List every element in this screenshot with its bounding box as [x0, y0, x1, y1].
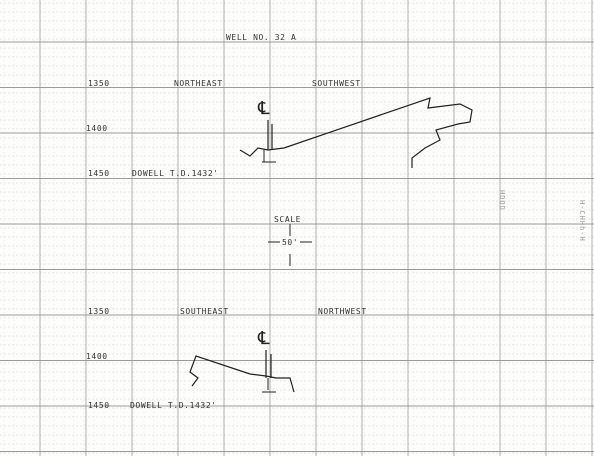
centerline-symbol-a: ℄ [258, 98, 270, 119]
scale-label: SCALE [274, 215, 302, 224]
direction-southeast: SOUTHEAST [180, 307, 229, 316]
depth-1350-a: 1350 [88, 79, 110, 88]
direction-northeast: NORTHEAST [174, 79, 223, 88]
depth-1450-a: 1450 [88, 169, 110, 178]
side-mark-1: HDOD [498, 190, 506, 211]
side-mark-2: H-CHHh-H [578, 200, 586, 242]
well-path-section-a [239, 97, 473, 168]
depth-1400-a: 1400 [86, 124, 108, 133]
scale-value: 50' [282, 238, 299, 247]
centerline-symbol-b: ℄ [258, 328, 270, 349]
well-number-label: WELL NO. 32 A [226, 33, 297, 42]
depth-1450-b: 1450 [88, 401, 110, 410]
total-depth-label-b: DOWELL T.D.1432' [130, 401, 217, 410]
well-path-section-b [189, 355, 295, 393]
total-depth-label-a: DOWELL T.D.1432' [132, 169, 219, 178]
direction-northwest: NORTHWEST [318, 307, 367, 316]
direction-southwest: SOUTHWEST [312, 79, 361, 88]
depth-1400-b: 1400 [86, 352, 108, 361]
depth-1350-b: 1350 [88, 307, 110, 316]
